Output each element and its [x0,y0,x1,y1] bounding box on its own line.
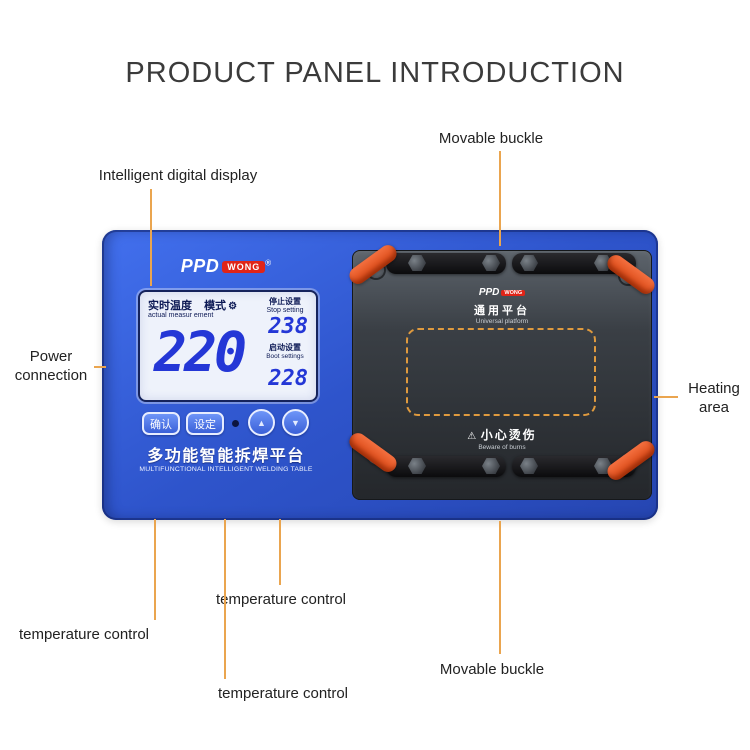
digital-display: 实时温度 模式⚙ actual measur ement 停止设置 Stop s… [138,290,318,402]
universal-platform-label-en: Universal platform [475,318,529,325]
device-name-en: MULTIFUNCTIONAL INTELLIGENT WELDING TABL… [139,466,313,473]
display-top-labels: 实时温度 模式⚙ [148,297,237,313]
warning-icon: ⚠ [467,431,477,442]
stop-setting-label: 停止设置 Stop setting [259,296,311,314]
callout-label-heating-area: Heating area [688,380,740,416]
callout-line-temperature-control-bottom [224,519,226,679]
stop-setting-label-cn: 停止设置 [269,297,301,306]
temp-down-button[interactable]: ▼ [282,409,309,436]
burn-warning-en: Beware of burns [478,444,526,451]
current-temperature-value: 220 [153,320,247,384]
boot-temperature-value: 228 [268,366,308,391]
down-arrow-icon: ▼ [291,417,300,428]
callout-label-temperature-control-middle: temperature control [215,591,347,608]
stop-setting-label-en: Stop setting [266,307,304,314]
hex-nut-icon [520,458,538,474]
set-button[interactable]: 设定 [186,412,224,435]
burn-warning: ⚠ 小心烫伤 Beware of burns [402,426,602,451]
callout-line-temperature-control-left [154,519,156,620]
callout-line-temperature-control-middle [279,519,281,585]
universal-platform-label-cn: 通用平台 [474,305,530,317]
gear-icon: ⚙ [228,301,238,312]
platform-brand-name: PPD [478,287,500,298]
platform-brand-badge: WONG [501,290,526,296]
stop-temperature-value: 238 [268,314,308,339]
callout-label-temperature-control-bottom: temperature control [217,685,349,702]
movable-buckle-handle-bottom-left [346,429,400,476]
callout-label-power-connection: Power connection [14,348,88,384]
callout-line-heating-area [654,396,678,398]
hex-nut-icon [408,255,426,271]
callout-label-temperature-control-left: temperature control [18,626,150,643]
brand-name: PPD [180,256,220,276]
hex-nut-icon [482,255,500,271]
page-title: PRODUCT PANEL INTRODUCTION [125,57,625,89]
callout-line-movable-buckle-top [499,151,501,246]
actual-measurement-label: actual measur ement [148,312,214,319]
registered-trademark-icon: ® [265,258,272,268]
callout-label-intelligent-digital-display: Intelligent digital display [98,167,258,184]
heating-area-outline [406,328,596,416]
confirm-button[interactable]: 确认 [142,412,180,435]
temp-up-button[interactable]: ▲ [248,409,275,436]
boot-setting-label-cn: 启动设置 [269,343,301,352]
callout-label-movable-buckle-bottom: Movable buckle [439,661,545,678]
callout-line-power-connection [94,366,106,368]
realtime-temp-label: 实时温度 [148,300,192,312]
brand-badge: WONG [222,261,266,273]
boot-setting-label: 启动设置 Boot settings [257,342,313,360]
callout-label-movable-buckle-top: Movable buckle [438,130,544,147]
callout-line-movable-buckle-bottom [499,521,501,654]
hex-nut-icon [520,255,538,271]
burn-warning-cn: 小心烫伤 [480,428,537,442]
callout-line-intelligent-digital-display [150,189,152,286]
mode-label: 模式 [204,300,227,312]
indicator-dot [232,420,239,427]
up-arrow-icon: ▲ [257,417,266,428]
boot-setting-label-en: Boot settings [266,353,304,360]
hex-nut-icon [482,458,500,474]
device-name-cn: 多功能智能拆焊平台 [147,448,305,465]
hex-nut-icon [408,458,426,474]
